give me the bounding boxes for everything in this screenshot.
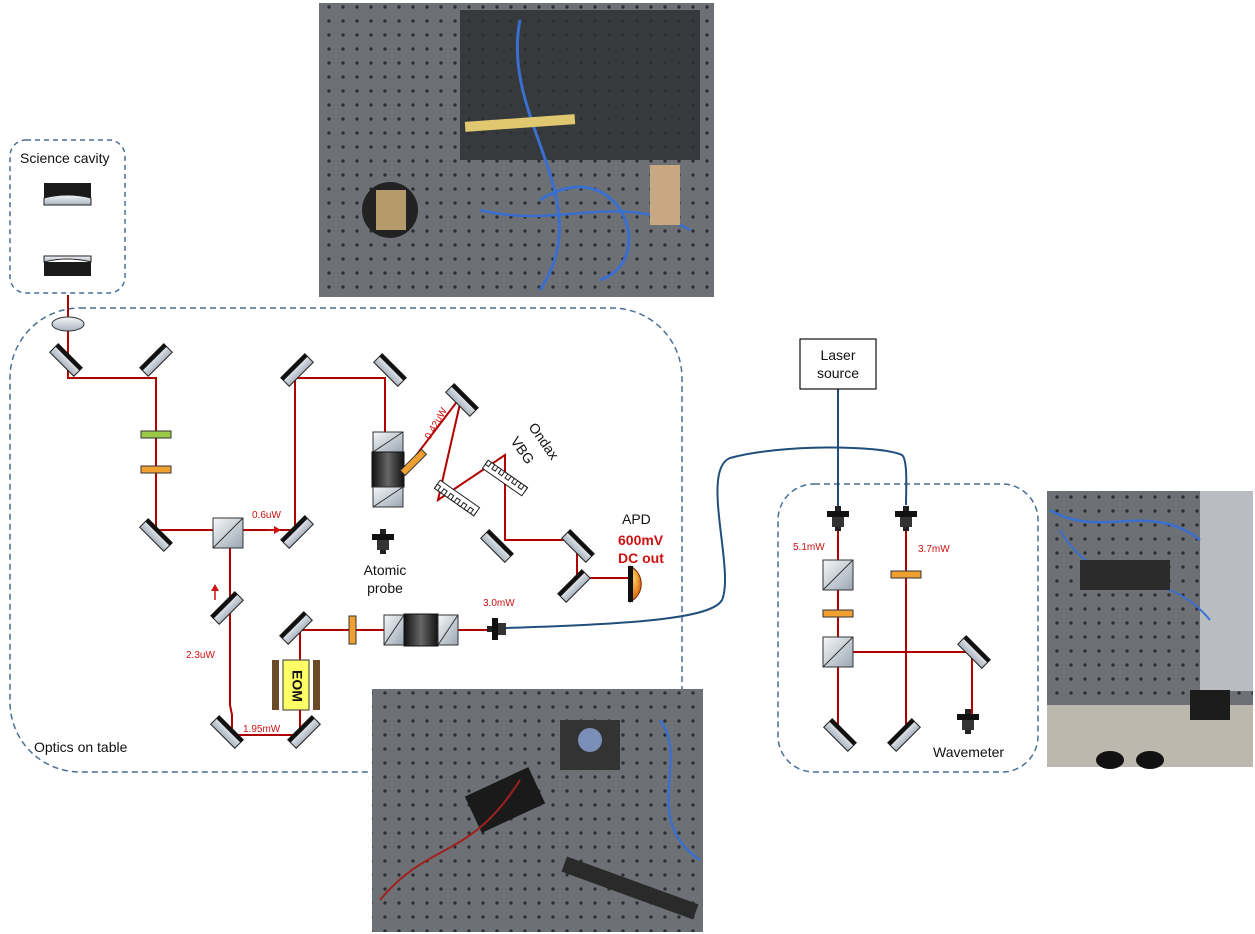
apd-label: APD <box>622 511 651 527</box>
mirror-wm-2 <box>888 719 921 752</box>
power-label-0-42uw: 0.42uW <box>423 406 450 442</box>
mirror-m4 <box>281 516 314 549</box>
mirror-m2 <box>140 344 173 377</box>
wavemeter-coupler-left <box>827 506 849 531</box>
waveplate-orange-wm-left <box>823 610 853 617</box>
power-label-0-6uw: 0.6uW <box>252 510 281 521</box>
mirror-apd-2 <box>558 570 591 603</box>
atomic-probe-coupler <box>372 529 394 554</box>
waveplate-green <box>141 431 171 438</box>
mirror-wm-1 <box>824 719 857 752</box>
apd-detector <box>628 566 641 602</box>
mirror-m9 <box>288 716 321 749</box>
atomic-probe-label-2: probe <box>367 580 403 596</box>
polarizing-beamsplitter-2 <box>823 560 853 590</box>
cavity-mirror-top <box>44 183 91 205</box>
optical-isolator-horizontal <box>384 614 458 646</box>
polarizing-beamsplitter-3 <box>823 637 853 667</box>
mirror-m8 <box>211 716 244 749</box>
science-cavity-label: Science cavity <box>20 150 109 166</box>
mode-matching-lens <box>52 317 84 331</box>
power-label-5-1mw: 5.1mW <box>793 542 825 553</box>
laser-source-label-1: Laser <box>820 347 855 363</box>
power-label-3-7mw: 3.7mW <box>918 544 950 555</box>
fiber-coupler-input <box>487 618 506 640</box>
polarizing-beamsplitter-1 <box>213 518 243 548</box>
mirror-m6 <box>374 354 407 387</box>
optics-on-table-label: Optics on table <box>34 739 128 755</box>
eom-label: EOM <box>289 670 305 702</box>
mirror-m10 <box>280 612 313 645</box>
cavity-mirror-bottom <box>44 256 91 276</box>
waveplate-orange-wm-right <box>891 571 921 578</box>
power-label-3-0mw: 3.0mW <box>483 598 515 609</box>
mirror-vbg-bottom <box>481 530 514 563</box>
waveplate-orange-1 <box>141 466 171 473</box>
mirror-m1 <box>50 344 83 377</box>
lab-photo-right <box>1047 491 1253 769</box>
wavemeter-output-coupler <box>957 709 979 734</box>
mirror-m5 <box>281 354 314 387</box>
laser-source-label-2: source <box>817 365 859 381</box>
apd-signal-label-2: DC out <box>618 550 664 566</box>
lab-photo-bottom <box>372 689 703 932</box>
optical-isolator-vertical <box>372 432 404 507</box>
power-label-2-3uw: 2.3uW <box>186 650 215 661</box>
waveplate-orange-2 <box>349 616 356 644</box>
atomic-probe-label-1: Atomic <box>364 562 407 578</box>
power-label-1-95mw: 1.95mW <box>243 724 281 735</box>
wavemeter-label: Wavemeter <box>933 744 1004 760</box>
lab-photo-top <box>319 3 714 297</box>
wavemeter-coupler-right <box>895 506 917 531</box>
apd-signal-label-1: 600mV <box>618 532 664 548</box>
